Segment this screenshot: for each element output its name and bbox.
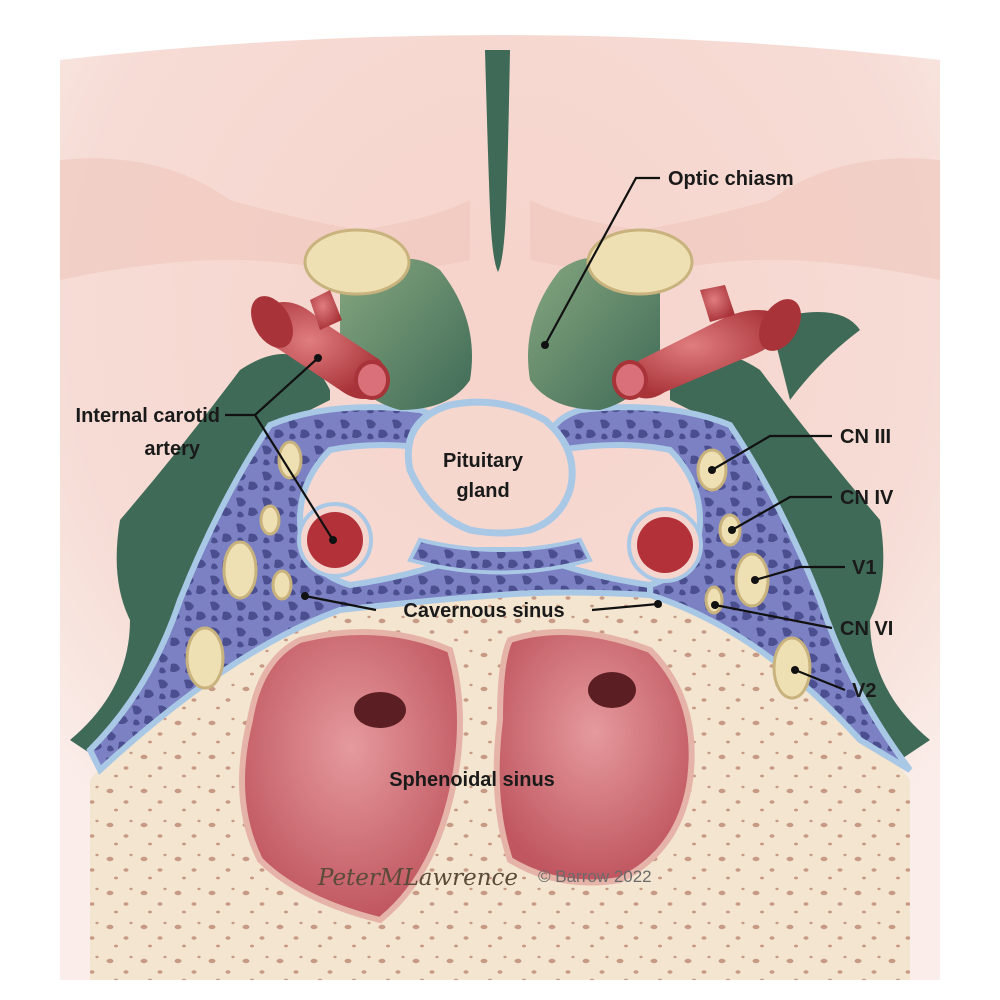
label-cn4: CN IV <box>840 487 894 509</box>
cn4-left <box>259 504 281 536</box>
leader-dot-v1 <box>751 576 759 584</box>
ica-right-supraclinoid <box>626 310 790 399</box>
label-v2: V2 <box>852 680 876 702</box>
ica-left-cut <box>251 296 293 348</box>
v2-left <box>185 626 225 690</box>
v1-left <box>222 540 258 600</box>
leader-dot-cn4 <box>728 526 736 534</box>
label-pituitary-line1: Pituitary <box>443 450 524 472</box>
leader-dot-cn3 <box>708 466 716 474</box>
intercavernous-sinus <box>407 537 593 575</box>
leader-dot-ica-upper <box>314 354 322 362</box>
sinus-ostium-left <box>354 692 406 728</box>
cn3-left <box>277 440 303 480</box>
artist-signature: PeterMLawrence <box>317 865 518 891</box>
infundibulum <box>485 50 510 272</box>
ica-right-cavernous-lumen <box>637 517 693 573</box>
leader-cavernous-right <box>591 602 659 612</box>
label-ica-line2: artery <box>144 438 200 460</box>
ica-left-branch <box>310 290 342 330</box>
label-optic-chiasm: Optic chiasm <box>668 168 794 190</box>
leader-dot-cavernous-left <box>301 592 309 600</box>
leader-v2 <box>794 668 846 692</box>
ica-right-cut <box>759 299 801 351</box>
leader-cn3 <box>711 434 832 471</box>
cn6-right <box>704 585 724 615</box>
optic-nerve-left-cut <box>303 228 411 296</box>
label-pituitary-line2: gland <box>456 480 509 502</box>
leader-dot-cavernous-right <box>654 600 662 608</box>
label-cn3: CN III <box>840 426 891 448</box>
leader-dot-ica-lower <box>329 536 337 544</box>
leader-cavernous-left <box>304 594 377 612</box>
leader-cn4 <box>731 495 832 531</box>
leader-dot-v2 <box>791 666 799 674</box>
label-cn6: CN VI <box>840 618 893 640</box>
leader-v1 <box>754 565 845 582</box>
sphenoid-sinus-right <box>493 629 695 886</box>
leader-dot-cn6 <box>711 601 719 609</box>
leader-ica-lower <box>254 414 334 541</box>
ica-right-branch-cut <box>612 360 648 400</box>
label-cavernous-sinus: Cavernous sinus <box>403 600 564 622</box>
sinus-ostium-right <box>588 672 636 708</box>
sphenoid-sinus-left <box>239 629 463 924</box>
leader-dot-optic-chiasm <box>541 341 549 349</box>
label-ica-line1: Internal carotid <box>76 405 220 427</box>
label-sphenoidal-sinus: Sphenoidal sinus <box>389 769 555 791</box>
ica-left-branch-cut <box>354 360 390 400</box>
copyright: © Barrow 2022 <box>538 867 652 886</box>
ica-right-branch <box>700 285 735 322</box>
leader-cn6 <box>714 603 833 630</box>
label-v1: V1 <box>852 557 876 579</box>
cn6-left <box>271 569 293 601</box>
leader-optic-chiasm <box>544 176 660 346</box>
pituitary-gland <box>404 398 576 537</box>
optic-nerve-right-cut <box>586 228 694 296</box>
